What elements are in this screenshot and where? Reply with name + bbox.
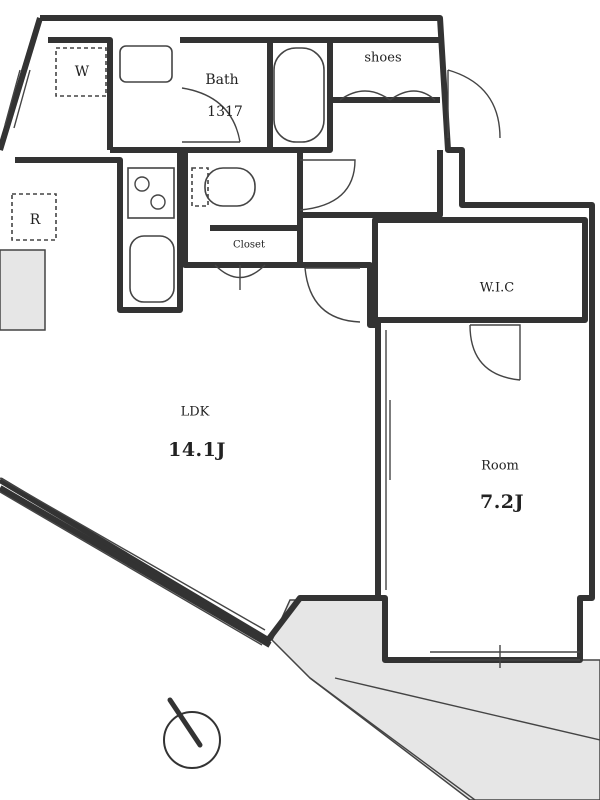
wall-toilet bbox=[182, 150, 443, 268]
wall-shoes bbox=[330, 37, 440, 103]
closet-label: Closet bbox=[233, 239, 265, 251]
toilet-door bbox=[299, 159, 356, 211]
ldk-label: LDK bbox=[180, 404, 210, 420]
north-compass-icon bbox=[163, 697, 221, 769]
bath-door bbox=[181, 87, 241, 143]
closet-door bbox=[214, 264, 266, 290]
balcony-rail bbox=[0, 485, 272, 648]
fridge-label: R bbox=[29, 212, 41, 228]
balcony-top-left bbox=[0, 249, 46, 331]
washbasin bbox=[119, 45, 173, 83]
window-diagonal bbox=[0, 477, 266, 646]
balcony-rail-outer bbox=[309, 677, 600, 800]
hall-door bbox=[304, 267, 361, 323]
room-sliding-door bbox=[385, 330, 391, 590]
balcony-bottom bbox=[271, 599, 600, 800]
shoes-label: shoes bbox=[364, 50, 402, 66]
toilet bbox=[204, 167, 256, 207]
window-left bbox=[4, 69, 31, 129]
wall-wic bbox=[372, 217, 588, 323]
entry-door bbox=[447, 69, 501, 139]
outer-wall bbox=[0, 15, 595, 663]
shoes-door bbox=[339, 90, 436, 101]
bath-label: Bath bbox=[205, 72, 239, 88]
room-window bbox=[430, 645, 580, 668]
washer-pan bbox=[55, 47, 107, 97]
wall-bath bbox=[180, 37, 333, 153]
bath-size: 1317 bbox=[207, 104, 243, 120]
burner-2 bbox=[150, 194, 166, 210]
toilet-tank bbox=[191, 167, 209, 207]
kitchen-sink bbox=[129, 235, 175, 303]
outer-wall-left bbox=[0, 17, 43, 151]
stove bbox=[127, 167, 175, 219]
ldk-size: 14.1J bbox=[168, 439, 226, 461]
room-size: 7.2J bbox=[479, 491, 525, 513]
washer-label: W bbox=[74, 64, 90, 80]
fridge-space bbox=[11, 193, 57, 241]
room-label: Room bbox=[481, 458, 519, 474]
wall-wet-area bbox=[15, 37, 183, 313]
wic-door bbox=[469, 324, 521, 381]
bathtub bbox=[273, 47, 325, 143]
burner-1 bbox=[134, 176, 150, 192]
wic-label: W.I.C bbox=[479, 280, 515, 296]
